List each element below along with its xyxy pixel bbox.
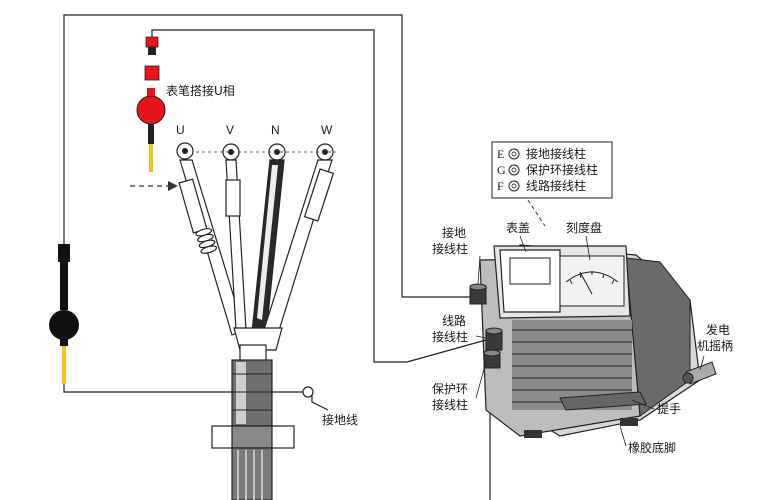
red-test-probe[interactable] <box>136 36 166 172</box>
lead-probe-to-line-terminal <box>151 29 407 363</box>
generator-crank-label-2: 机摇柄 <box>697 339 733 353</box>
svg-text:G: G <box>497 163 506 177</box>
svg-text:保护环接线柱: 保护环接线柱 <box>526 162 598 177</box>
phase-label-v: V <box>226 123 234 137</box>
probe-label: 表笔搭接U相 <box>166 83 235 98</box>
legend-row-g: G 保护环接线柱 <box>497 162 598 177</box>
black-test-probe[interactable] <box>49 244 79 384</box>
legend-row-f: F 线路接线柱 <box>497 178 586 193</box>
guard-terminal[interactable] <box>483 349 501 369</box>
phase-label-n: N <box>271 123 280 137</box>
cover-leader <box>519 235 527 253</box>
phase-u-lug <box>176 142 194 160</box>
phase-v-lug <box>222 143 240 161</box>
line-terminal-label-1: 线路 <box>442 313 466 328</box>
legend-row-e: E 接地接线柱 <box>497 146 586 161</box>
terminal-legend: E 接地接线柱 G 保护环接线柱 F 线路接线柱 <box>491 141 613 199</box>
meter-dial <box>559 255 625 307</box>
handle-leader <box>631 399 655 410</box>
cover-label: 表盖 <box>506 221 530 235</box>
crank-leader <box>699 355 705 371</box>
line-terminal-label-2: 接线柱 <box>432 329 468 344</box>
megger-meter <box>406 244 717 438</box>
generator-crank[interactable] <box>682 361 717 385</box>
dashed-arrow <box>130 181 178 191</box>
svg-text:线路接线柱: 线路接线柱 <box>526 178 586 193</box>
ground-terminal-label-2: 接线柱 <box>432 241 468 256</box>
ground-terminal-label-1: 接地 <box>442 225 466 240</box>
phase-label-w: W <box>321 123 333 137</box>
rubber-feet <box>524 418 638 438</box>
earth-terminal[interactable] <box>469 283 487 305</box>
line-terminal[interactable] <box>485 327 503 351</box>
legend-pointer <box>527 199 546 227</box>
meter-cover <box>499 249 561 313</box>
rubber-feet-leader <box>619 425 627 447</box>
ground-terminal-leader <box>477 255 481 285</box>
dial-leader <box>585 235 591 261</box>
guard-terminal-label-2: 接线柱 <box>432 397 468 412</box>
carry-handle[interactable] <box>559 391 647 411</box>
guard-terminal-label-1: 保护环 <box>432 382 468 396</box>
lead-black-probe-to-earth-terminal <box>63 14 470 298</box>
line-terminal-leader <box>475 335 487 339</box>
svg-text:E: E <box>497 147 504 161</box>
svg-text:F: F <box>497 179 504 193</box>
generator-crank-label-1: 发电 <box>706 322 730 337</box>
phase-label-u: U <box>176 123 185 137</box>
handle-label: 提手 <box>657 401 681 416</box>
ground-wire-pointer <box>311 392 329 411</box>
rubber-feet-label: 橡胶底脚 <box>628 440 676 455</box>
svg-text:接地接线柱: 接地接线柱 <box>526 146 586 161</box>
ground-wire-label: 接地线 <box>322 412 358 427</box>
cable-termination <box>176 142 336 500</box>
dial-label: 刻度盘 <box>566 220 602 235</box>
guard-terminal-leader <box>475 361 487 399</box>
